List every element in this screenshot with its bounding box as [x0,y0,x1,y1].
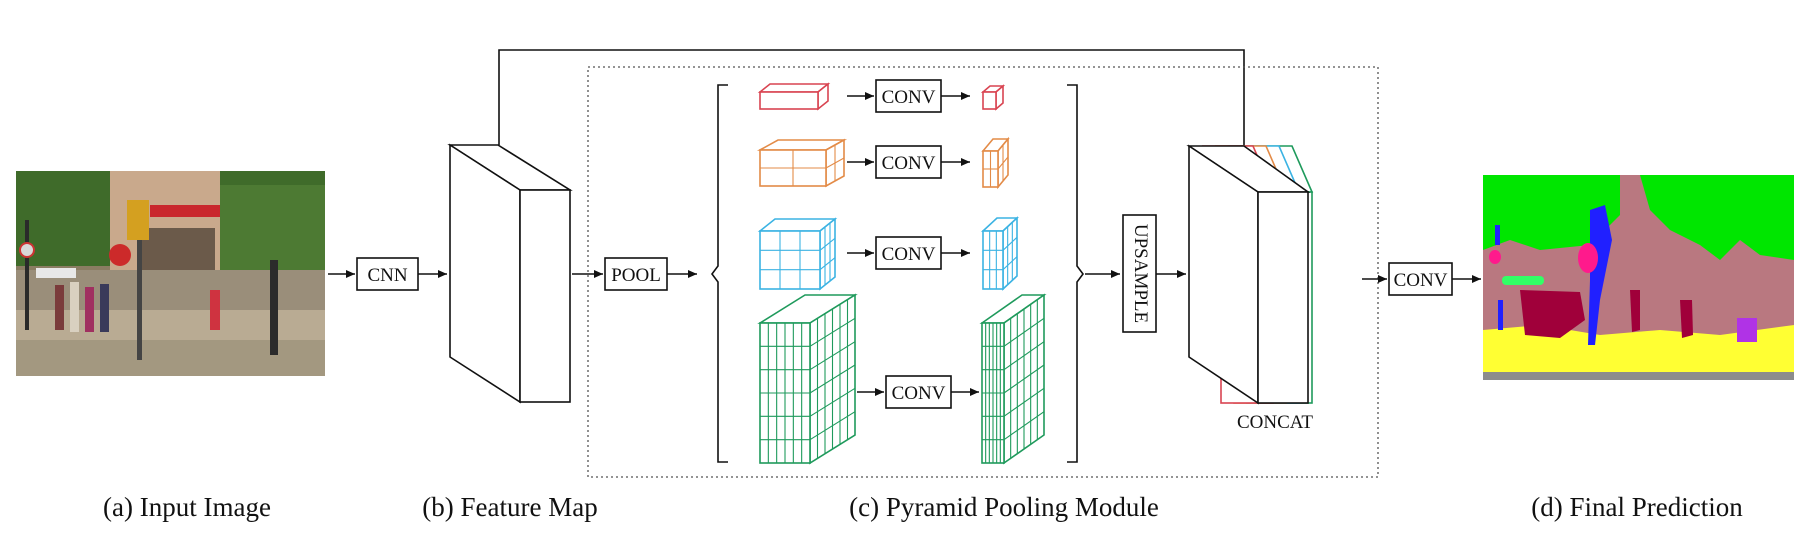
skip-connection-arrow [498,49,1248,165]
upsample-box [1122,214,1157,333]
reduced-feature-6x6 [979,293,1047,465]
conv-row-2: CONV [847,145,970,179]
caption-final-prediction: (d) Final Prediction [1531,492,1743,522]
pool-label: POOL [611,265,661,286]
upsample-label: UPSAMPLE [1130,224,1151,323]
pooled-feature-2x2 [756,138,848,188]
cnn-box [356,257,419,291]
conv-label-2: CONV [882,153,936,174]
pooled-feature-1x1 [757,82,831,111]
conv-row-1: CONV [847,79,970,113]
pyramid-module-border [587,66,1379,478]
left-bracket [711,84,728,463]
input-image [16,171,325,376]
pooled-feature-3x3 [757,217,838,291]
conv-row-3: CONV [847,236,970,270]
conv-label-3: CONV [882,244,936,265]
reduced-feature-3x3 [980,216,1020,291]
reduced-feature-1x1 [980,84,1006,111]
conv-label-1: CONV [882,87,936,108]
pool-box [604,257,668,291]
final-prediction-image [1483,175,1794,380]
caption-pyramid-pooling-module: (c) Pyramid Pooling Module [849,492,1159,522]
final-conv-box [1388,262,1453,296]
final-conv-label: CONV [1394,270,1448,291]
caption-feature-map: (b) Feature Map [422,492,597,522]
concat-block [1186,144,1314,405]
conv-box-4 [885,375,952,409]
cnn-label: CNN [367,265,407,286]
pooled-feature-6x6 [757,293,858,465]
conv-row-4: CONV [857,375,979,409]
conv-label-4: CONV [892,383,946,404]
concat-label: CONCAT [1237,412,1313,433]
reduced-feature-2x2 [981,136,1010,190]
conv-box-2 [875,145,942,179]
caption-input-image: (a) Input Image [103,492,271,522]
right-bracket [1067,84,1084,463]
feature-map-block [447,143,573,404]
conv-box-1 [875,79,942,113]
pyramid-levels [756,82,1047,465]
